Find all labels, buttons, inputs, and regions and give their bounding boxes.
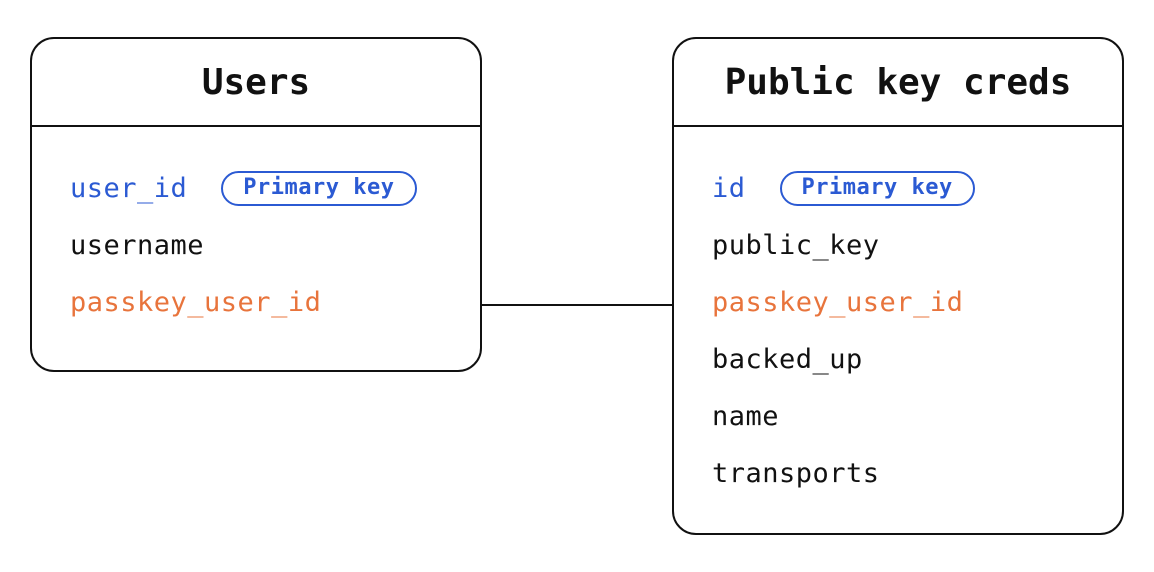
primary-key-badge: Primary key: [779, 171, 975, 206]
field-row-passkey-user-id: passkey_user_id: [712, 274, 1122, 331]
field-row-backed-up: backed_up: [712, 331, 1122, 388]
field-row-user-id: user_id Primary key: [70, 160, 480, 217]
field-passkey-user-id: passkey_user_id: [70, 287, 322, 318]
primary-key-badge: Primary key: [221, 171, 417, 206]
field-row-username: username: [70, 217, 480, 274]
field-name: name: [712, 401, 780, 432]
field-row-transports: transports: [712, 445, 1122, 502]
relationship-line: [480, 304, 674, 306]
table-users-fields: user_id Primary key username passkey_use…: [32, 127, 480, 331]
field-row-name: name: [712, 388, 1122, 445]
table-public-key-creds-header: Public key creds: [674, 39, 1122, 127]
field-backed-up: backed_up: [712, 344, 863, 375]
field-id: id: [712, 173, 746, 204]
field-row-id: id Primary key: [712, 160, 1122, 217]
field-passkey-user-id: passkey_user_id: [712, 287, 964, 318]
field-public-key: public_key: [712, 230, 880, 261]
field-transports: transports: [712, 458, 880, 489]
table-users-header: Users: [32, 39, 480, 127]
field-row-passkey-user-id: passkey_user_id: [70, 274, 480, 331]
table-public-key-creds-fields: id Primary key public_key passkey_user_i…: [674, 127, 1122, 502]
table-public-key-creds: Public key creds id Primary key public_k…: [672, 37, 1124, 535]
table-users: Users user_id Primary key username passk…: [30, 37, 482, 372]
table-public-key-creds-title: Public key creds: [724, 61, 1072, 103]
table-users-title: Users: [201, 61, 311, 103]
field-row-public-key: public_key: [712, 217, 1122, 274]
field-username: username: [70, 230, 205, 261]
field-user-id: user_id: [70, 173, 188, 204]
